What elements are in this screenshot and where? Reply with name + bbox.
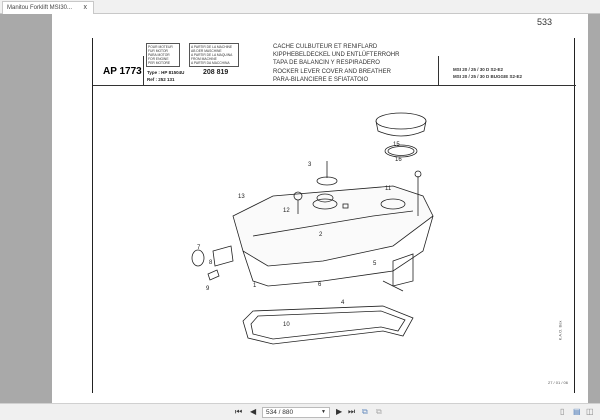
callout-4: 4 xyxy=(341,300,345,306)
callout-13: 13 xyxy=(238,194,245,200)
part-code: AP 1773 xyxy=(103,66,142,77)
tab-bar: Manitou Forklift MSI30... x xyxy=(0,0,600,14)
two-page-view-icon[interactable]: ◫ xyxy=(586,407,594,416)
first-page-button[interactable]: ⏮ xyxy=(235,407,243,416)
copy-icon[interactable]: ⧉ xyxy=(362,407,368,416)
last-page-button[interactable]: ⏭ xyxy=(348,407,356,416)
viewer-toolbar: ⏮ ◀ 534 / 880▼ ▶ ⏭ ⧉ ⧉ ▯ ▤ ◫ xyxy=(0,403,600,420)
callout-7: 7 xyxy=(197,245,201,251)
callout-16: 16 xyxy=(395,157,402,163)
prev-page-button[interactable]: ◀ xyxy=(250,407,257,416)
callout-9: 9 xyxy=(206,286,210,292)
callout-3: 3 xyxy=(308,162,312,168)
engine-type: Type : HP 81504U xyxy=(147,70,185,75)
exploded-diagram: 1 2 3 4 5 6 7 8 9 10 11 12 13 15 16 xyxy=(191,112,434,345)
machine-number: 208 819 xyxy=(203,69,229,76)
chevron-down-icon: ▼ xyxy=(321,409,326,415)
document-tab[interactable]: Manitou Forklift MSI30... x xyxy=(2,1,94,14)
callout-2: 2 xyxy=(319,232,323,238)
side-note: K.A.O. Box xyxy=(557,320,563,341)
single-page-view-icon[interactable]: ▯ xyxy=(560,407,565,416)
page-number: 533 xyxy=(536,17,552,27)
callout-10: 10 xyxy=(283,322,290,328)
page-select[interactable]: 534 / 880▼ xyxy=(262,407,330,418)
callout-12: 12 xyxy=(283,208,290,214)
callout-6: 6 xyxy=(318,282,322,288)
tab-title: Manitou Forklift MSI30... xyxy=(7,5,73,11)
paste-icon[interactable]: ⧉ xyxy=(376,407,382,416)
callout-5: 5 xyxy=(373,261,377,267)
callout-8: 8 xyxy=(209,260,213,266)
callout-1: 1 xyxy=(253,283,257,289)
callout-11: 11 xyxy=(385,186,392,192)
next-page-button[interactable]: ▶ xyxy=(336,407,343,416)
engine-ref: Ref : 252 131 xyxy=(147,77,175,82)
sheet-date: 27 / 01 / 06 xyxy=(547,380,568,385)
close-tab-icon[interactable]: x xyxy=(83,4,88,11)
continuous-view-icon[interactable]: ▤ xyxy=(573,407,581,416)
callout-15: 15 xyxy=(393,142,400,148)
